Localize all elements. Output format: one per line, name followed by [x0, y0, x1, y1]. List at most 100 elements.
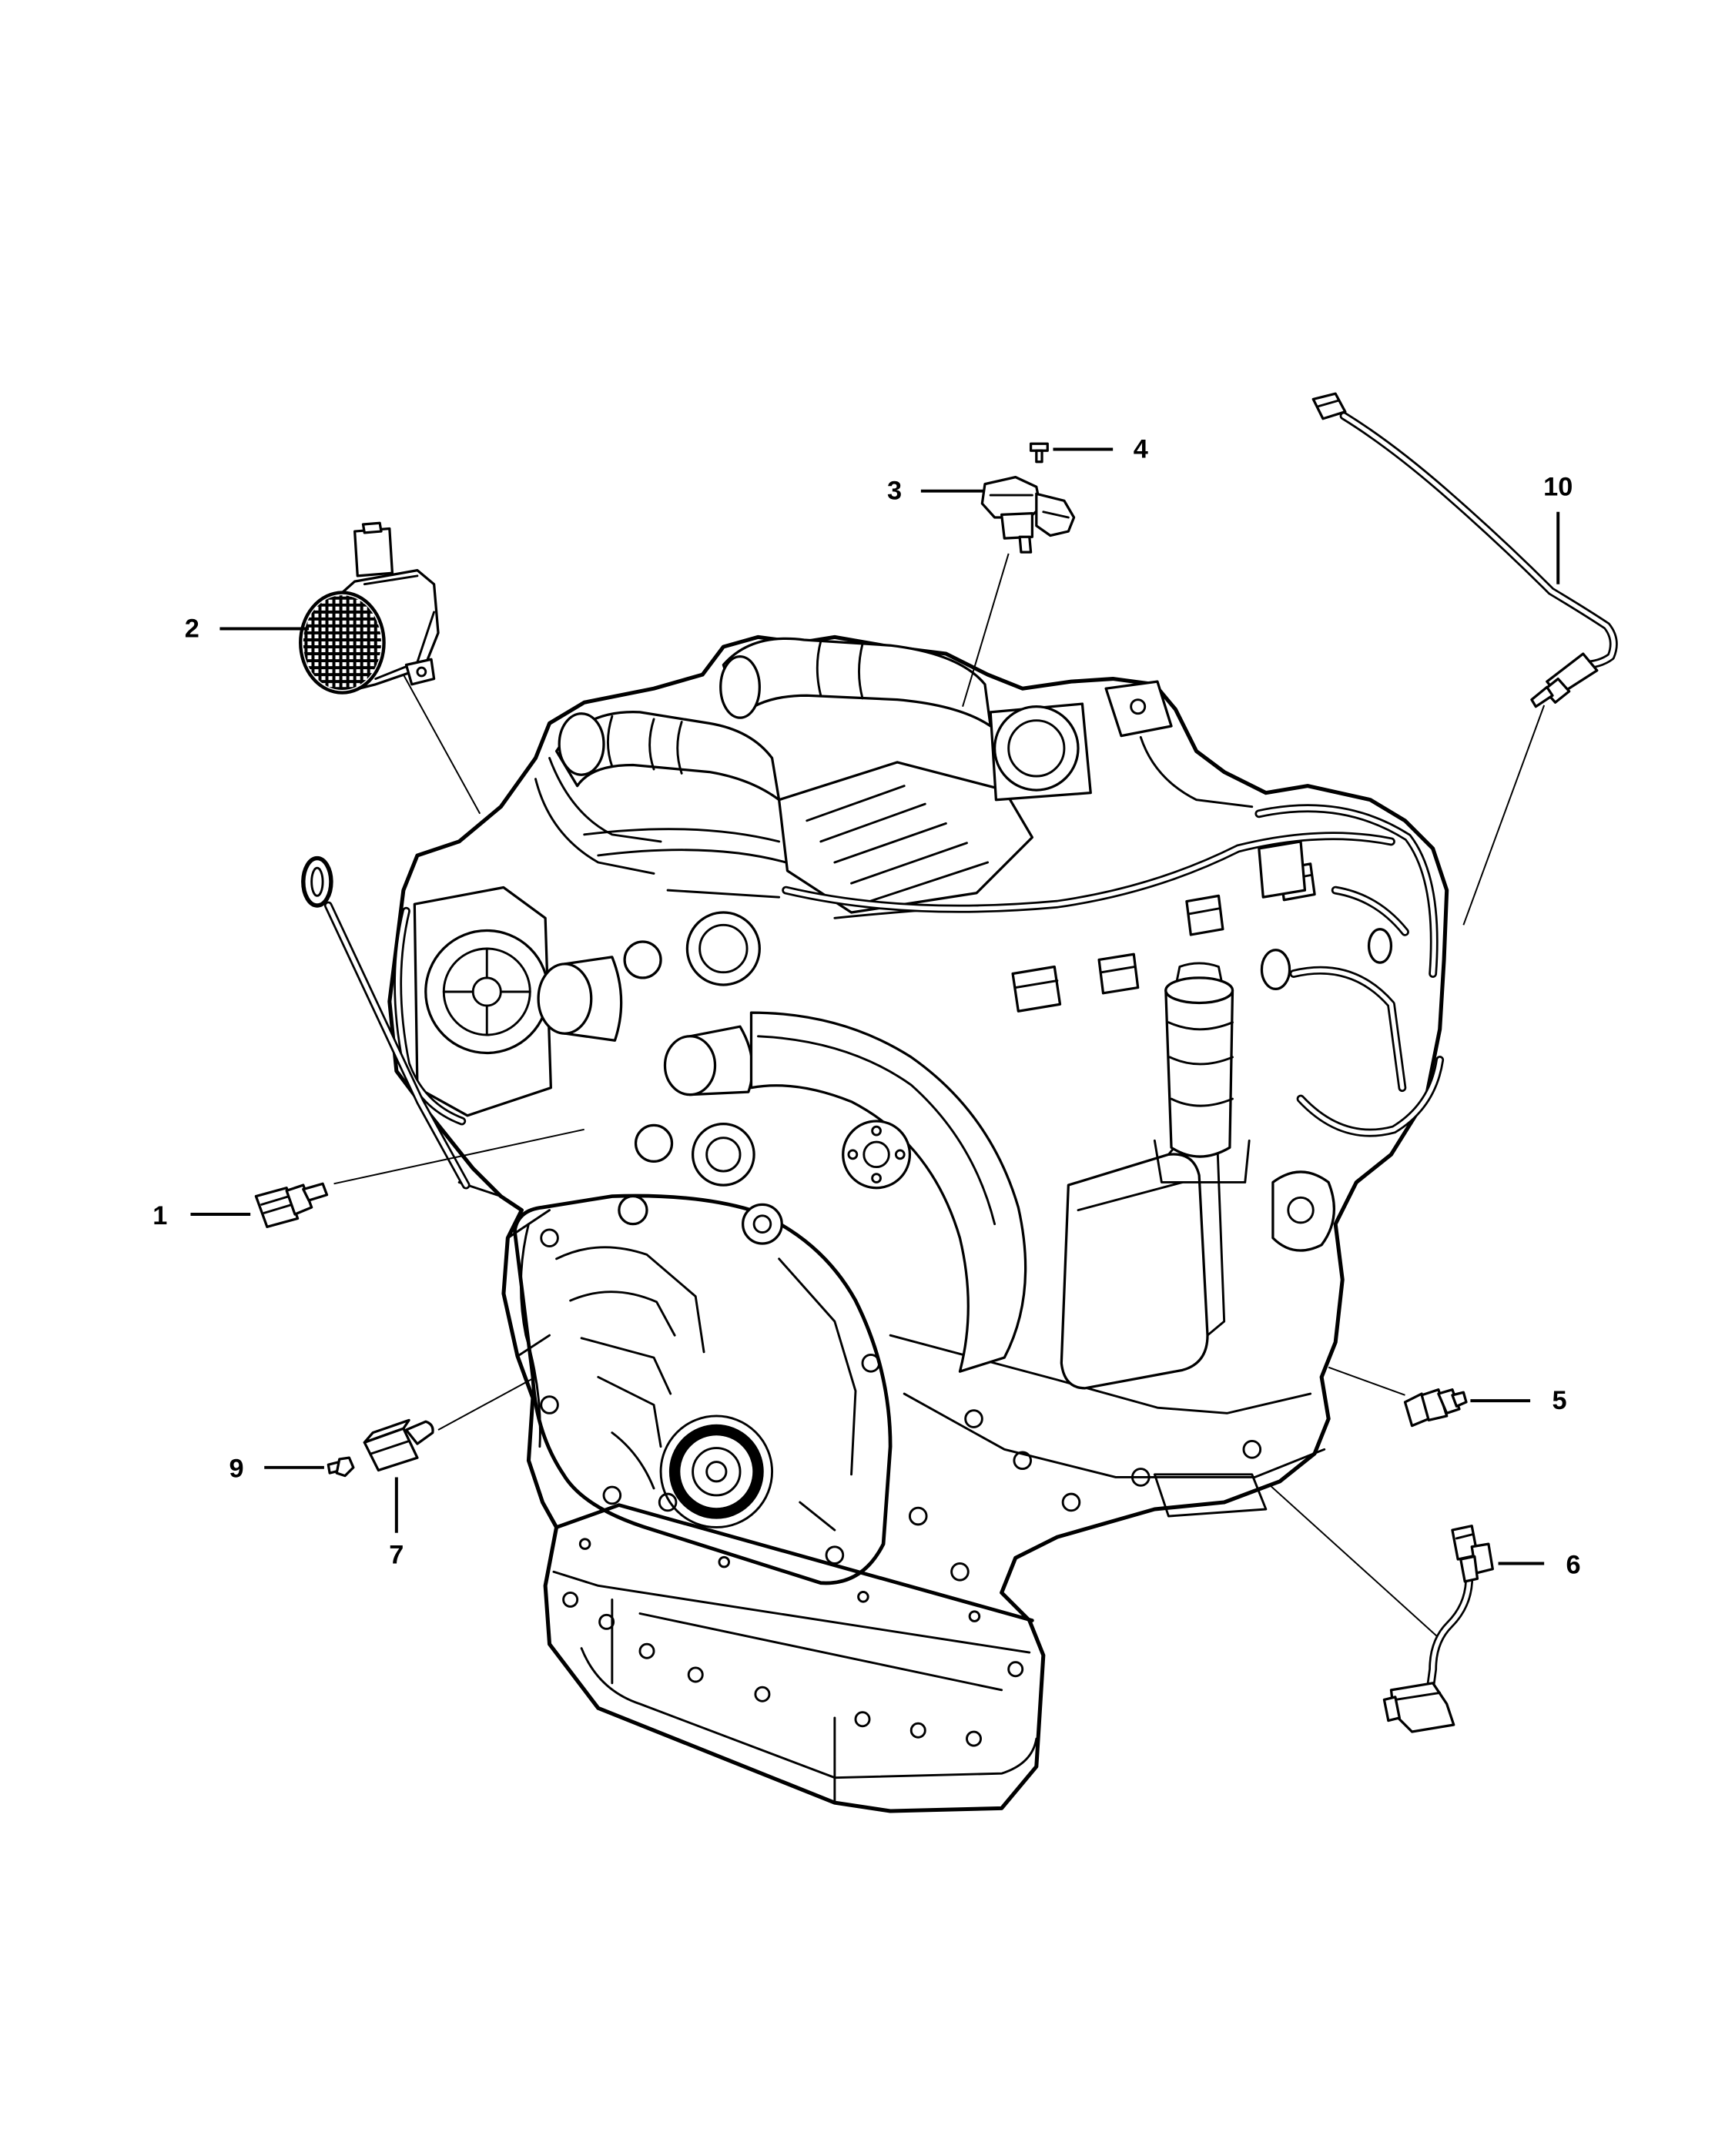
side-hose-lines	[534, 735, 1254, 919]
leader-line-1	[333, 1128, 584, 1185]
leader-line-2	[403, 674, 481, 815]
callout-1: 1	[152, 1201, 167, 1230]
right-pipes-core	[1257, 806, 1442, 1135]
vacuum-pump-spokes	[442, 947, 531, 1036]
crank-pulley	[659, 1414, 774, 1528]
callout-5: 5	[1552, 1386, 1566, 1415]
part-4-bolt	[1029, 442, 1049, 464]
part-1-tip	[302, 1182, 329, 1202]
bracket-hole	[1130, 698, 1147, 715]
part-2-connector-tab	[361, 521, 383, 534]
turbo-outlet-inner	[698, 923, 749, 974]
water-pump-hub	[705, 1137, 742, 1173]
part-1-sensor	[254, 1182, 329, 1228]
part-7-sensor	[363, 1418, 434, 1472]
left-air-hose	[554, 711, 781, 802]
water-pump-pulley	[691, 1122, 755, 1187]
timing-cover	[513, 1194, 893, 1585]
callouts: 1 2 3 4 5 6 7 9 10	[152, 434, 1580, 1579]
vacuum-pump-assembly	[394, 886, 623, 1126]
part-6-wire-core	[1428, 1579, 1472, 1692]
leader-line-6	[1268, 1483, 1443, 1642]
dipstick-ring-inner	[310, 866, 324, 897]
part-9-head	[335, 1456, 355, 1478]
oil-filter-body	[1164, 989, 1234, 1158]
right-lower-housing-port	[1287, 1196, 1315, 1224]
belt-cover-outline	[749, 1011, 1027, 1373]
part-6-clip	[1459, 1555, 1479, 1583]
part-1-connector-ribs	[260, 1195, 293, 1214]
throttle-bore-inner	[1007, 719, 1066, 778]
tensioner-hub	[752, 1214, 772, 1234]
right-fitting-2	[1367, 928, 1393, 964]
dipstick-ring	[301, 855, 333, 908]
top-pipe-opening	[719, 655, 761, 719]
intake-manifold	[777, 761, 1034, 914]
small-fitting-left	[623, 940, 662, 979]
leader-lines	[333, 553, 1546, 1642]
block-lower-bolts	[908, 1409, 1262, 1582]
timing-cover-bolt-bosses	[540, 1217, 881, 1565]
oil-pan-tray	[580, 1598, 1038, 1804]
timing-cover-outline	[513, 1194, 893, 1585]
part-3-sensor	[980, 475, 1076, 554]
callout-10: 10	[1543, 472, 1573, 501]
part-10-wire-outline	[1339, 411, 1618, 669]
part-2-grill	[303, 595, 381, 690]
oil-pan-flange-edge	[552, 1570, 1031, 1654]
part-3-connector	[1000, 511, 1034, 540]
callout-7: 7	[389, 1541, 404, 1570]
part-5-tip	[1451, 1391, 1468, 1408]
part-7-edge	[370, 1440, 410, 1455]
oil-filter-grooves	[1153, 962, 1251, 1183]
crank-hub	[692, 1447, 742, 1497]
leader-line-3	[962, 553, 1010, 707]
right-fitting-1	[1260, 949, 1291, 991]
part-6-sensor	[1382, 1525, 1494, 1733]
idler-pulley	[634, 1123, 674, 1163]
right-lower-housing	[1271, 1170, 1336, 1252]
left-pipe-opening	[537, 962, 593, 1035]
block-lower-lines	[457, 1181, 1326, 1518]
upper-belt-cover	[749, 1011, 1027, 1373]
part-6-head	[1389, 1682, 1455, 1733]
callout-6: 6	[1566, 1550, 1581, 1579]
leader-line-10	[1462, 705, 1546, 926]
fuel-rail-core	[783, 833, 1394, 911]
timing-cover-ribs	[519, 1223, 857, 1532]
part-6-head-line	[1394, 1692, 1442, 1701]
intake-manifold-ribs	[806, 785, 990, 903]
callout-3: 3	[887, 477, 902, 506]
top-right-bracket	[1104, 680, 1173, 738]
right-side-pipes	[1254, 804, 1445, 1252]
part-4-shank	[1035, 449, 1043, 464]
engine-assembly	[301, 634, 1449, 1813]
filter-box-front	[1060, 1153, 1209, 1390]
part-2-connector	[353, 527, 394, 578]
part-10-connector-line	[1318, 399, 1340, 407]
front-pipe-opening	[663, 1035, 717, 1096]
small-boss	[618, 1194, 648, 1226]
leader-line-7	[437, 1376, 536, 1431]
crank-pulley-rim	[659, 1414, 774, 1528]
oil-pan-bolts	[562, 1538, 1024, 1747]
part-2-mount-hole	[416, 666, 427, 678]
engine-silhouette	[387, 634, 1449, 1813]
throttle-bore-outer	[993, 705, 1080, 792]
right-valve-block	[1258, 840, 1307, 899]
top-pipe-rings	[816, 640, 864, 700]
part-4-head	[1029, 442, 1049, 452]
part-10-wire-core	[1341, 413, 1616, 668]
leader-line-5	[1328, 1366, 1405, 1396]
callout-4: 4	[1134, 434, 1148, 464]
top-hoses	[534, 637, 1254, 919]
left-wrap-pipe-core	[395, 909, 464, 1123]
oil-filter-cap	[1164, 976, 1234, 1005]
part-10-tip	[1530, 685, 1554, 708]
front-center-components	[618, 911, 783, 1245]
turbo-inlet-opening	[558, 712, 605, 776]
tensioner-pulley	[742, 1203, 783, 1245]
dipstick-tube-core	[326, 903, 468, 1187]
part-7-body	[363, 1427, 419, 1472]
